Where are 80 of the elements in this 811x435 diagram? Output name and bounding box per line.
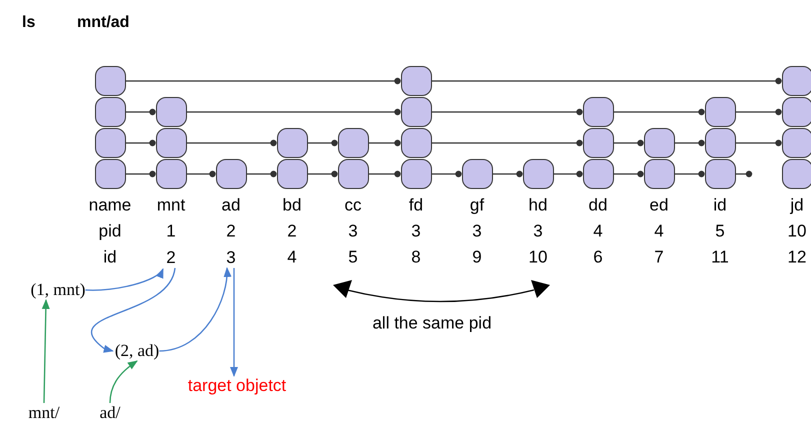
arrow: [85, 268, 164, 291]
rounded-box: [94, 128, 126, 158]
rounded-box: [276, 128, 308, 158]
rounded-box: [782, 97, 811, 127]
table-text: 1: [166, 222, 176, 242]
table-text: mnt: [156, 196, 186, 216]
arrow: [109, 360, 138, 404]
table-text: 3: [348, 222, 358, 242]
rounded-box: [156, 128, 186, 158]
arrow: [159, 267, 231, 352]
rounded-box: [400, 66, 432, 96]
node-label: ad/: [100, 403, 120, 423]
table-text: 11: [711, 248, 729, 268]
table-text: ed: [650, 196, 668, 216]
table-text: 2: [226, 222, 236, 242]
table-text: 3: [533, 222, 543, 242]
table-text: 10: [528, 248, 548, 268]
rounded-box: [704, 97, 736, 127]
rounded-box: [94, 159, 126, 189]
rounded-box: [338, 159, 368, 189]
node-label: mnt/: [28, 403, 60, 423]
arrow: [91, 268, 176, 353]
table-text: 2: [287, 222, 297, 242]
table-text: 4: [593, 222, 603, 242]
annotation-text: all the same pid: [372, 314, 492, 334]
heading-text: mnt/ad: [77, 14, 130, 32]
rounded-box: [94, 97, 126, 127]
rounded-box: [582, 159, 614, 189]
rounded-box: [704, 128, 736, 158]
table-text: id: [713, 196, 727, 216]
rounded-box: [400, 128, 432, 158]
arrow: [42, 299, 50, 404]
table-text: dd: [588, 196, 608, 216]
rounded-box: [782, 66, 811, 96]
node-label: 3: [226, 248, 236, 268]
heading-text: ls: [22, 14, 36, 32]
table-text: hd: [528, 196, 548, 216]
rounded-box: [338, 128, 368, 158]
rounded-box: [400, 97, 432, 127]
table-text: 4: [287, 248, 297, 268]
rounded-box: [156, 97, 186, 127]
node-label: 2: [166, 248, 176, 268]
node-label: (1, mnt): [30, 280, 86, 300]
table-text: ad: [222, 196, 240, 216]
target-label: target objetct: [188, 376, 286, 396]
table-text: 3: [411, 222, 421, 242]
node-label: (2, ad): [114, 341, 160, 361]
table-text: 8: [411, 248, 421, 268]
rounded-box: [522, 159, 554, 189]
table-text: 3: [472, 222, 482, 242]
table-text: pid: [98, 222, 122, 242]
rounded-box: [400, 159, 432, 189]
table-text: 12: [788, 248, 806, 268]
rounded-box: [704, 159, 736, 189]
table-text: gf: [470, 196, 484, 216]
table-text: 7: [654, 248, 664, 268]
table-text: 5: [715, 222, 725, 242]
rounded-box: [782, 128, 811, 158]
rounded-box: [216, 159, 246, 189]
rounded-box: [582, 128, 614, 158]
table-text: bd: [282, 196, 302, 216]
table-text: 6: [593, 248, 603, 268]
rounded-box: [156, 159, 186, 189]
table-text: 9: [472, 248, 482, 268]
rounded-box: [94, 66, 126, 96]
rounded-box: [276, 159, 308, 189]
table-text: jd: [790, 196, 804, 216]
rounded-box: [582, 97, 614, 127]
table-text: cc: [344, 196, 362, 216]
table-text: 5: [348, 248, 358, 268]
table-text: fd: [408, 196, 424, 216]
table-text: name: [88, 196, 132, 216]
table-text: 10: [788, 222, 806, 242]
arrow: [230, 268, 238, 377]
rounded-box: [644, 159, 674, 189]
table-text: 4: [654, 222, 664, 242]
rounded-box: [462, 159, 492, 189]
rounded-box: [644, 128, 674, 158]
table-text: id: [103, 248, 117, 268]
rounded-box: [782, 159, 811, 189]
